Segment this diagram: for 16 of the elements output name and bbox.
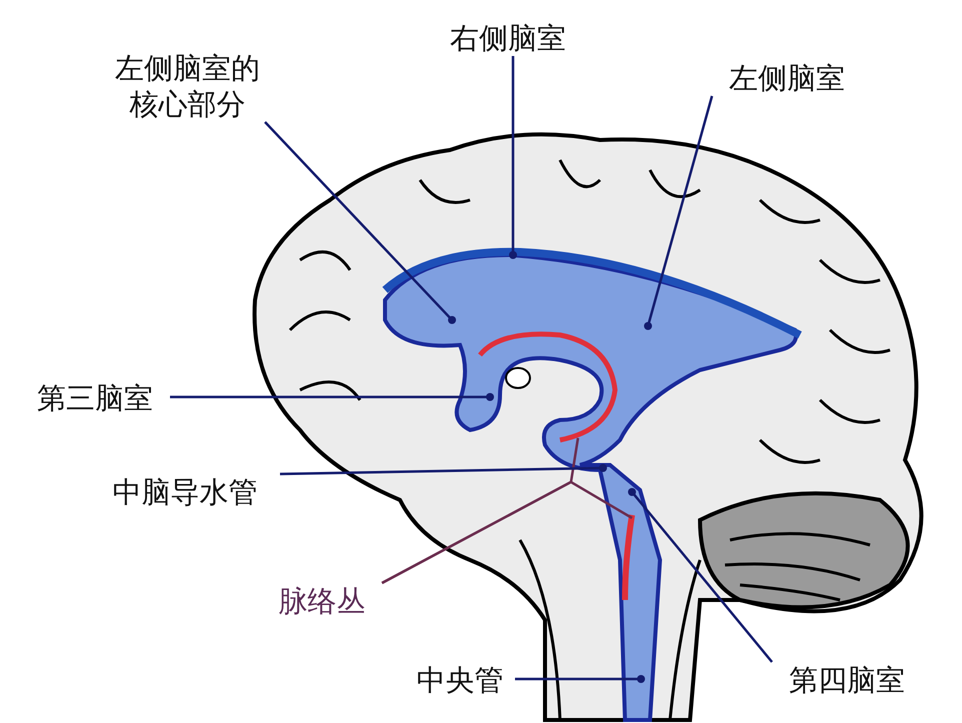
part-label: 中脑导水管 xyxy=(90,474,280,510)
part-label: 右侧脑室 xyxy=(433,20,583,56)
leader-line xyxy=(280,464,607,476)
leader-line xyxy=(644,96,714,330)
leader-line xyxy=(515,675,645,683)
part-label: 脉络丛 xyxy=(262,583,382,619)
leader-line xyxy=(264,121,456,324)
part-label: 第三脑室 xyxy=(20,380,170,416)
leader-line xyxy=(509,56,517,259)
part-label: 左侧脑室的核心部分 xyxy=(110,50,265,122)
part-label: 左侧脑室 xyxy=(712,60,862,96)
part-label: 中央管 xyxy=(405,662,515,698)
part-label: 第四脑室 xyxy=(772,662,922,698)
leader-line xyxy=(170,393,494,401)
leader-line xyxy=(381,480,633,584)
leader-line xyxy=(628,488,773,663)
